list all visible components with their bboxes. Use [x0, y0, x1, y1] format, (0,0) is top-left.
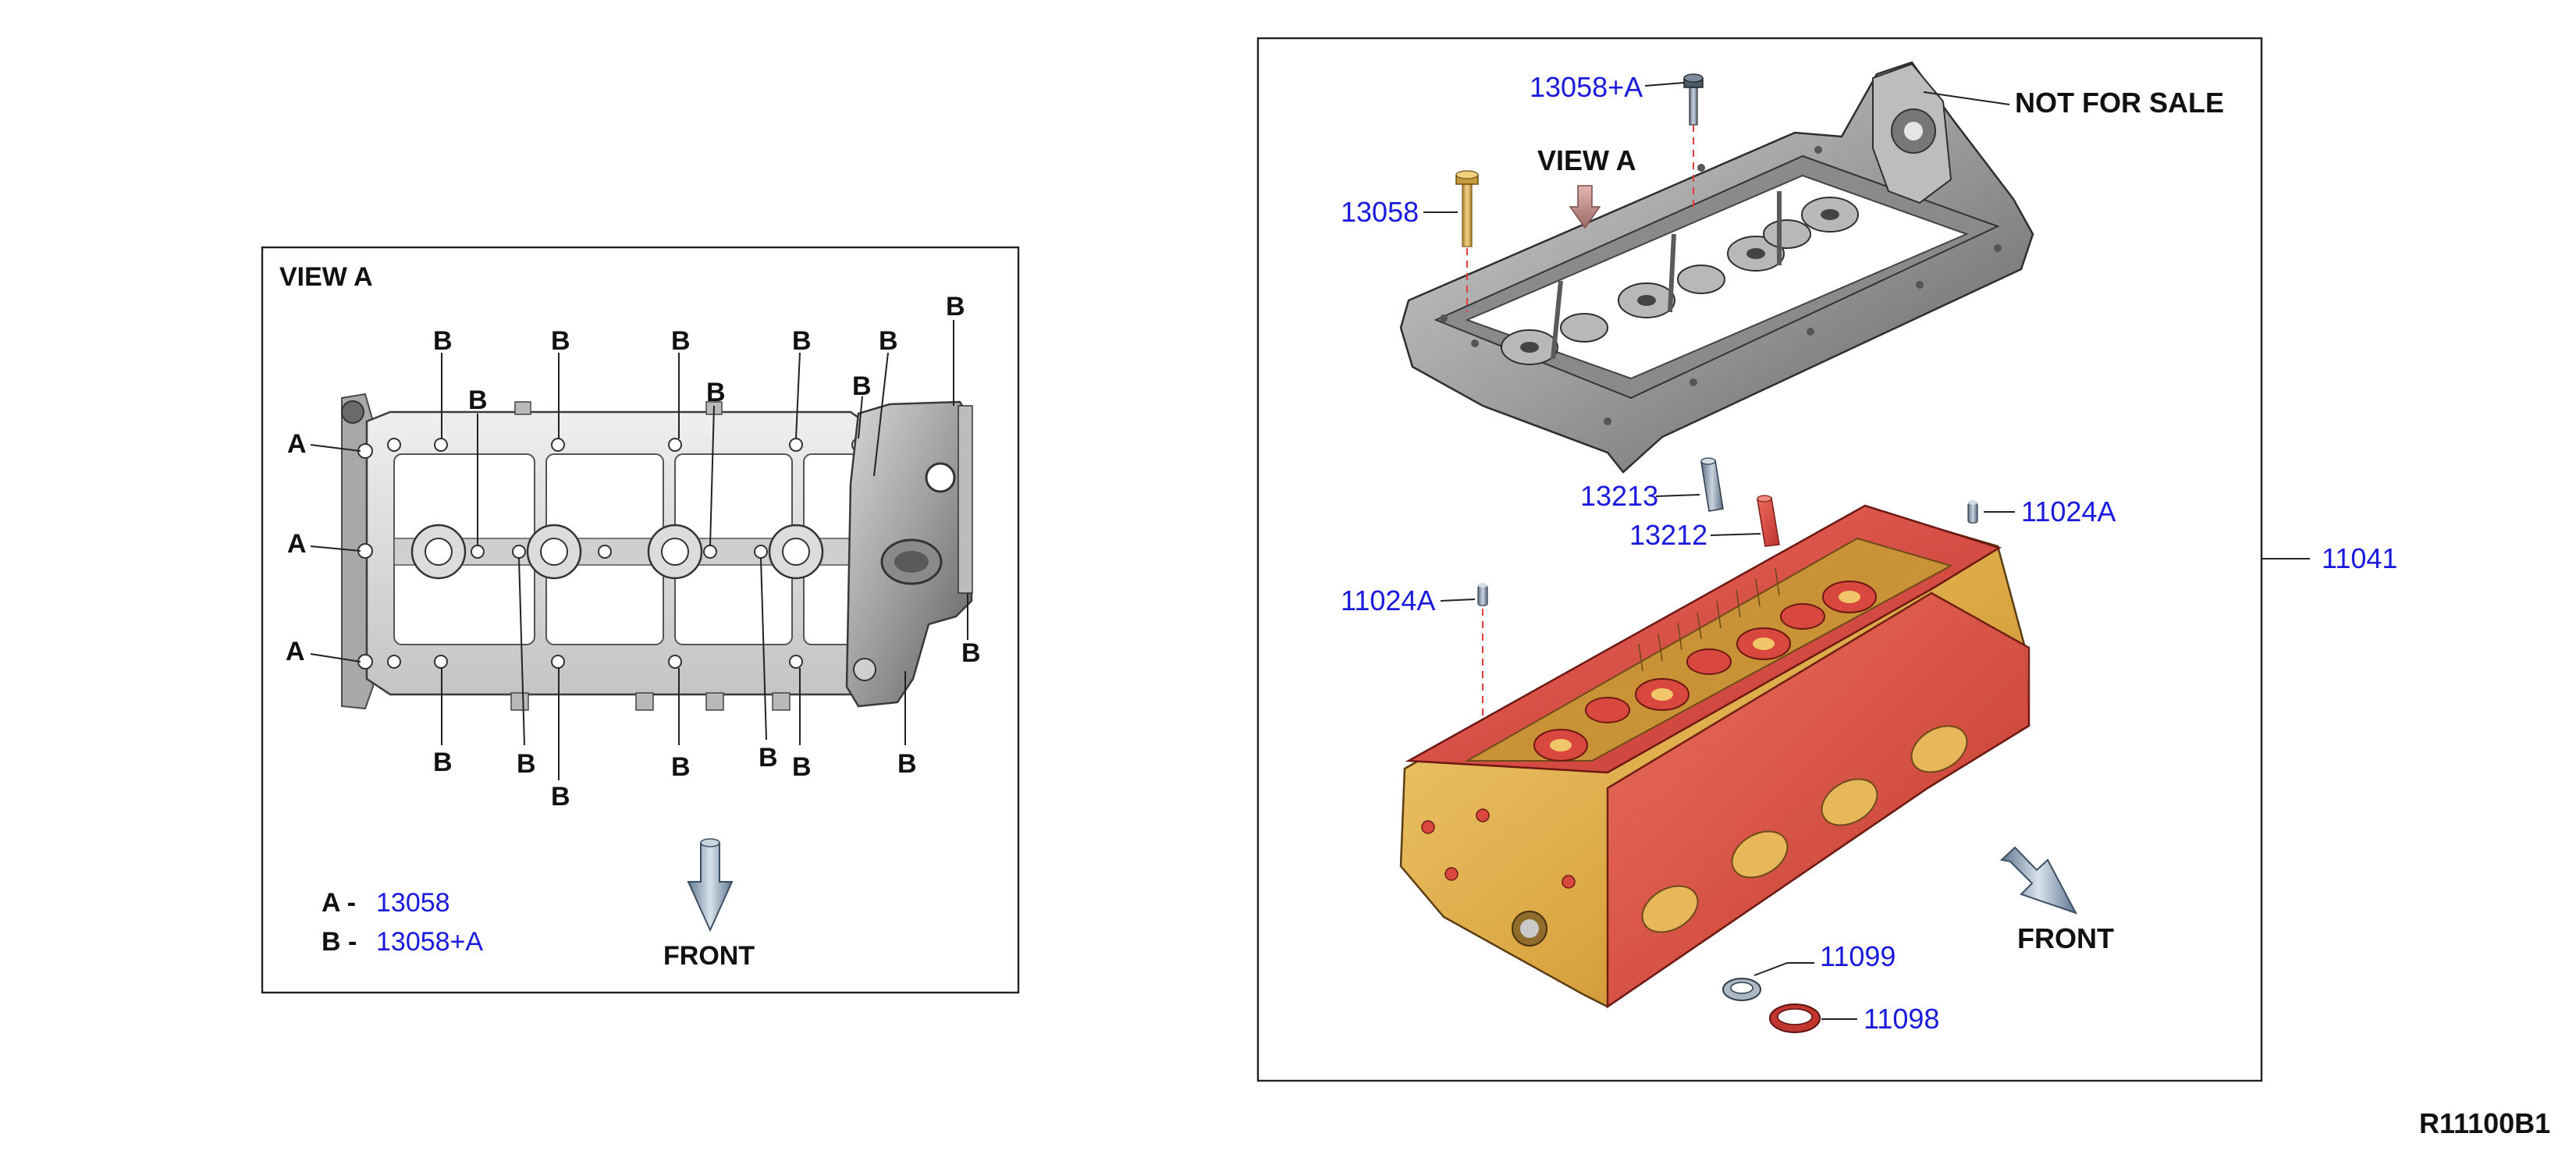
bolt-mark-b: B [946, 292, 965, 321]
part-11098-label[interactable]: 11098 [1864, 1003, 1939, 1035]
main-front-label: FRONT [2017, 922, 2114, 954]
part-13058-a-label[interactable]: 13058+A [1530, 71, 1643, 103]
bolt-b-callouts: B B B B B B B B B B B B B B B B B [433, 292, 981, 812]
bolt-mark-b: B [517, 749, 536, 779]
part-13212-drawing [1757, 495, 1780, 547]
bolt-mark-b: B [706, 378, 726, 407]
legend-b-part[interactable]: 13058+A [376, 927, 483, 957]
bolt-mark-b: B [433, 326, 453, 356]
bolt-mark-b: B [671, 752, 691, 782]
part-11024a-right-label[interactable]: 11024A [2021, 496, 2116, 527]
bolt-13058-drawing [1455, 170, 1479, 247]
bolt-mark-b: B [852, 371, 872, 401]
bolt-mark-b: B [897, 749, 917, 779]
legend-a-key: A - [322, 888, 356, 918]
main-view-a-label: VIEW A [1537, 144, 1636, 176]
bolt-mark-b: B [433, 748, 453, 777]
view-arrow-icon [1569, 185, 1601, 229]
bolt-legend: A - 13058 B - 13058+A [322, 888, 483, 957]
bolt-mark-a: A [287, 429, 307, 459]
diagram-code: R11100B1 [2419, 1107, 2550, 1139]
part-11099-label[interactable]: 11099 [1820, 940, 1896, 972]
front-arrow-icon [687, 838, 734, 932]
part-11024a-left-label[interactable]: 11024A [1341, 584, 1435, 616]
part-11041-label[interactable]: 11041 [2322, 542, 2397, 574]
bolt-mark-b: B [551, 782, 570, 812]
bolt-mark-b: B [551, 326, 570, 356]
bolt-mark-b: B [759, 743, 778, 773]
view-a-title: VIEW A [279, 262, 373, 292]
legend-b-key: B - [322, 927, 357, 957]
cylinder-head-drawing [1399, 504, 2031, 1009]
part-11024a-right-drawing [1967, 500, 1978, 524]
view-a-front-label: FRONT [663, 941, 755, 971]
not-for-sale-label: NOT FOR SALE [2015, 87, 2224, 119]
bolt-mark-a: A [286, 637, 305, 666]
camshaft-housing-drawing [1399, 61, 2034, 474]
view-a-frame [261, 246, 1020, 994]
part-11099-drawing [1722, 978, 1761, 1001]
part-13213-drawing [1700, 457, 1724, 512]
bolt-mark-b: B [792, 752, 812, 782]
housing-top-view-drawing [341, 393, 973, 711]
bolt-a-callouts: A A A [286, 429, 361, 666]
bolt-mark-b: B [879, 326, 898, 356]
part-11024a-left-drawing [1477, 583, 1488, 606]
part-11098-drawing [1769, 1003, 1821, 1033]
main-assembly-panel: 11041 [1256, 37, 2397, 1082]
part-13213-label[interactable]: 13213 [1580, 480, 1658, 512]
bolt-mark-a: A [287, 529, 307, 559]
bolt-mark-b: B [671, 326, 691, 356]
front-arrow-icon [1999, 846, 2078, 915]
bolt-mark-b: B [961, 638, 981, 668]
legend-a-part[interactable]: 13058 [376, 888, 450, 918]
part-13212-label[interactable]: 13212 [1629, 519, 1707, 551]
bolt-mark-b: B [792, 326, 812, 356]
bolt-13058-a-drawing [1683, 73, 1704, 126]
bolt-mark-b: B [468, 385, 488, 415]
view-a-panel: VIEW A [261, 246, 1020, 994]
part-13058-label[interactable]: 13058 [1341, 196, 1419, 228]
